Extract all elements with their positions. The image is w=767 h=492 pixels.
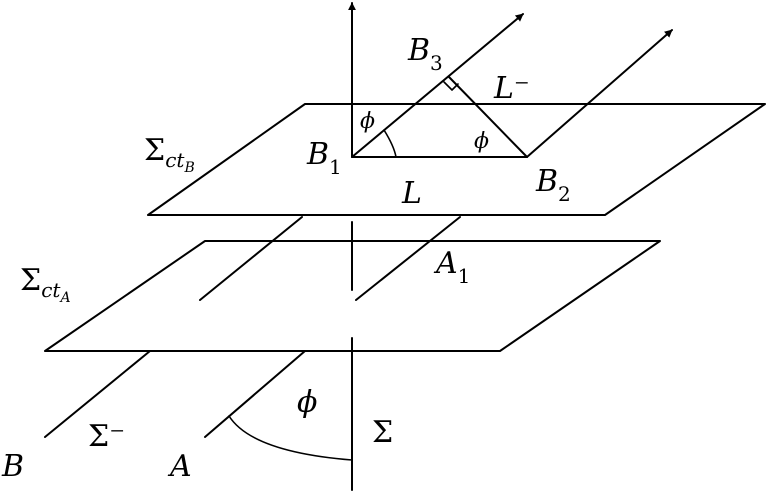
label-b: B	[1, 449, 24, 484]
label-l: L	[401, 176, 422, 211]
worldline-a-lower	[204, 350, 306, 438]
label-a1: A1	[433, 246, 470, 288]
worldline-b-lower	[44, 350, 151, 438]
angle-arc-b1	[383, 129, 397, 158]
worldline-between-1	[199, 216, 303, 301]
worldline-between-2	[355, 216, 461, 301]
right-angle-marker	[443, 81, 459, 91]
label-sigma-ct-a: ΣctA	[20, 263, 71, 306]
label-phi-b2: ϕ	[474, 129, 489, 154]
label-phi-vertical: ϕ	[360, 109, 375, 134]
label-a: A	[167, 449, 192, 484]
lower-plane	[44, 240, 661, 352]
label-sigma: Σ	[372, 415, 393, 450]
label-sigma-ct-b: ΣctB	[144, 133, 195, 176]
label-l-minus: L⁻	[493, 71, 530, 106]
label-b3: B3	[407, 33, 443, 75]
label-sigma-minus: Σ⁻	[88, 419, 125, 454]
angle-arc-bottom	[228, 415, 353, 461]
upper-plane	[147, 103, 766, 216]
label-b2: B2	[535, 164, 571, 206]
segment-b2-b3	[448, 76, 528, 158]
worldline-b2-arrow	[526, 29, 673, 158]
label-b1: B1	[306, 137, 342, 179]
label-phi-bottom: ϕ	[297, 385, 317, 420]
worldline-b1-b3-arrow	[351, 13, 524, 158]
